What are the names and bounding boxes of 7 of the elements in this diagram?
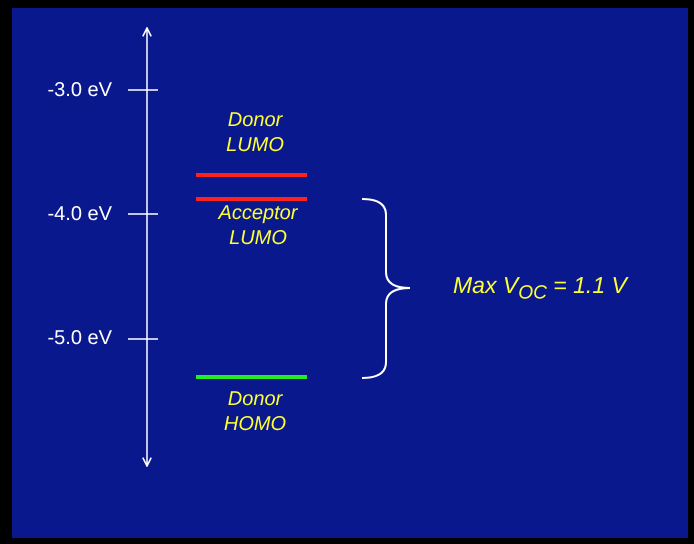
- level-label: Acceptor LUMO: [216, 201, 299, 251]
- axis-value: -4.0 eV: [46, 202, 112, 227]
- axis-value: -3.0 eV: [46, 78, 112, 103]
- level-label: Donor HOMO: [222, 387, 288, 437]
- voltage-label: Max V$_{OC}$ = 1.1 V: [453, 273, 630, 306]
- axis-value: -5.0 eV: [46, 326, 112, 351]
- level-label: Donor LUMO: [225, 108, 285, 158]
